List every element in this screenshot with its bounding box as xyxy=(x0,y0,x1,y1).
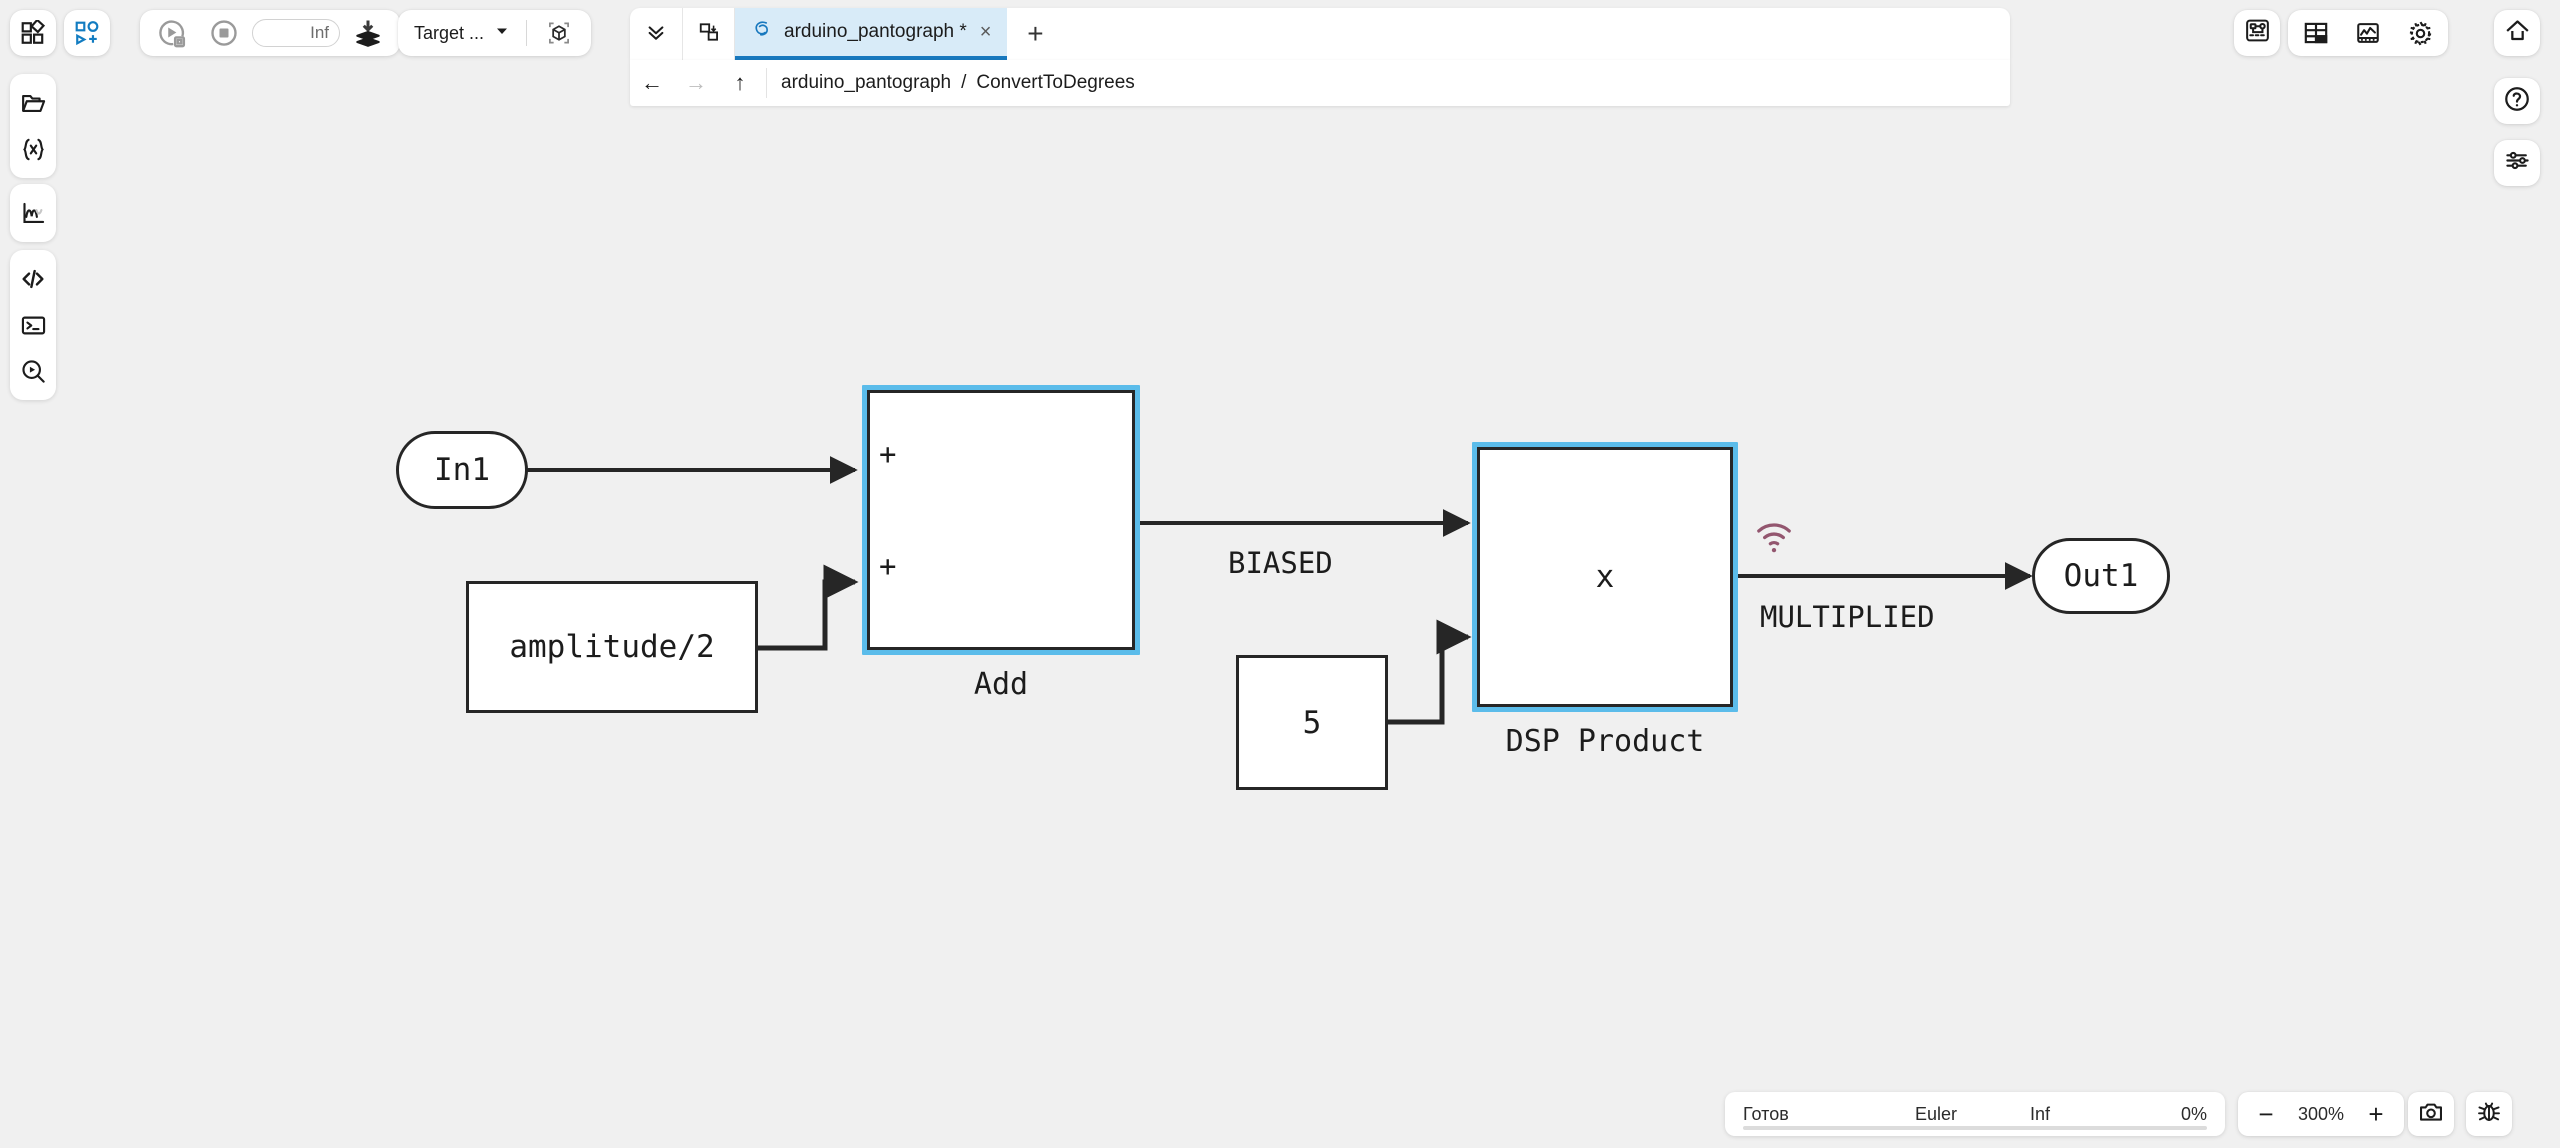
nav-back-button[interactable]: ← xyxy=(641,70,663,95)
duplicate-window-icon xyxy=(698,21,720,48)
zoom-in-button[interactable]: + xyxy=(2368,1098,2384,1129)
code-icon[interactable] xyxy=(12,256,54,302)
preferences-button[interactable] xyxy=(2494,140,2540,186)
tab-title: arduino_pantograph * xyxy=(784,21,967,42)
add-block-icon xyxy=(64,10,110,56)
divider xyxy=(526,20,528,46)
search-play-icon[interactable] xyxy=(12,348,54,394)
block-outport-out1[interactable]: Out1 xyxy=(2032,538,2170,614)
tab-close-icon[interactable]: × xyxy=(979,21,992,43)
library-icon xyxy=(10,10,56,56)
view-tools-group xyxy=(2288,10,2448,56)
wire-amplitude-add xyxy=(758,564,859,651)
zoom-out-button[interactable]: − xyxy=(2258,1098,2274,1129)
variables-icon[interactable] xyxy=(12,126,54,172)
signal-plot-icon[interactable] xyxy=(12,190,54,236)
simulation-controls xyxy=(140,10,400,56)
home-button[interactable] xyxy=(2494,10,2540,56)
tab-strip: arduino_pantograph * × + xyxy=(630,8,2010,60)
breadcrumb-item-subsystem[interactable]: ConvertToDegrees xyxy=(976,72,1135,93)
divider xyxy=(766,68,767,98)
inport-label: In1 xyxy=(396,431,528,509)
expand-tabs-button[interactable] xyxy=(630,8,682,60)
duplicate-view-button[interactable] xyxy=(682,8,734,60)
status-progress-track xyxy=(1743,1126,2207,1130)
block-constant-five[interactable]: 5 xyxy=(1236,655,1388,790)
block-sum-add[interactable]: + + Add xyxy=(862,385,1140,702)
wire-five-product xyxy=(1388,619,1472,725)
left-rail-group-3 xyxy=(10,250,56,400)
nav-forward-button[interactable]: → xyxy=(685,70,707,95)
breadcrumb-bar: ← → ↑ arduino_pantograph / ConvertToDegr… xyxy=(630,60,2010,106)
deploy-icon[interactable] xyxy=(344,10,392,56)
new-tab-button[interactable]: + xyxy=(1027,18,1044,49)
sliders-icon xyxy=(2504,147,2531,179)
block-label-dsp-product: DSP Product xyxy=(1505,724,1705,759)
signal-label-multiplied[interactable]: MULTIPLIED xyxy=(1760,600,1935,634)
left-rail-group-2 xyxy=(10,184,56,242)
zoom-controls: − 300% + xyxy=(2238,1092,2404,1136)
breadcrumb-item-model[interactable]: arduino_pantograph xyxy=(781,72,952,93)
add-block-button[interactable] xyxy=(64,10,110,56)
library-browser-button[interactable] xyxy=(10,10,56,56)
breadcrumb-separator: / xyxy=(961,72,967,93)
debug-button[interactable] xyxy=(2466,1092,2512,1136)
help-icon xyxy=(2503,85,2531,118)
bug-icon xyxy=(2476,1099,2502,1130)
scope-icon[interactable] xyxy=(2342,11,2394,55)
chevron-down-icon xyxy=(494,23,510,44)
simulink-swirl-icon xyxy=(751,18,773,46)
block-inport-in1[interactable]: In1 xyxy=(396,431,528,509)
block-constant-amplitude[interactable]: amplitude/2 xyxy=(466,581,758,713)
target-dropdown[interactable]: Target ... xyxy=(408,15,516,51)
home-icon xyxy=(2504,17,2531,49)
tab-list: arduino_pantograph * × + xyxy=(734,8,1063,60)
chevron-double-down-icon xyxy=(645,21,667,48)
status-stop-time-text: Inf xyxy=(2030,1103,2051,1124)
help-button[interactable] xyxy=(2494,78,2540,124)
run-button[interactable] xyxy=(148,10,196,56)
gear-icon[interactable] xyxy=(2394,11,2446,55)
left-rail-group-1 xyxy=(10,74,56,178)
target-dropdown-label: Target ... xyxy=(414,22,485,43)
constant-value-amplitude: amplitude/2 xyxy=(509,629,715,665)
camera-icon xyxy=(2418,1099,2444,1130)
3d-view-icon[interactable] xyxy=(537,11,581,55)
target-selector-group: Target ... xyxy=(398,10,592,56)
status-progress-text: 0% xyxy=(2180,1103,2207,1124)
model-browser-button[interactable] xyxy=(2234,10,2280,56)
block-product-dsp[interactable]: x DSP Product xyxy=(1472,442,1738,759)
constant-value-five: 5 xyxy=(1302,704,1322,741)
stop-button[interactable] xyxy=(200,10,248,56)
layout-grid-icon[interactable] xyxy=(2290,11,2342,55)
folder-open-icon[interactable] xyxy=(12,80,54,126)
model-browser-icon xyxy=(2244,17,2271,49)
signal-label-biased[interactable]: BIASED xyxy=(1228,546,1333,580)
nav-up-button[interactable]: ↑ xyxy=(734,70,746,95)
simulation-stop-time-input[interactable] xyxy=(252,19,340,47)
sum-sign-1: + xyxy=(879,437,897,471)
signal-logging-icon[interactable] xyxy=(1752,518,1796,556)
status-bar: Готов Euler Inf 0% xyxy=(1725,1092,2225,1136)
zoom-level-text[interactable]: 300% xyxy=(2297,1103,2345,1124)
status-ready-text: Готов xyxy=(1743,1103,1789,1124)
product-operator: x xyxy=(1595,559,1615,595)
block-label-add: Add xyxy=(973,667,1029,702)
terminal-icon[interactable] xyxy=(12,302,54,348)
snapshot-button[interactable] xyxy=(2408,1092,2454,1136)
sum-sign-2: + xyxy=(879,549,897,583)
outport-label: Out1 xyxy=(2032,538,2170,614)
status-solver-text: Euler xyxy=(1915,1103,1958,1124)
tab-arduino-pantograph[interactable]: arduino_pantograph * × xyxy=(735,8,1008,60)
